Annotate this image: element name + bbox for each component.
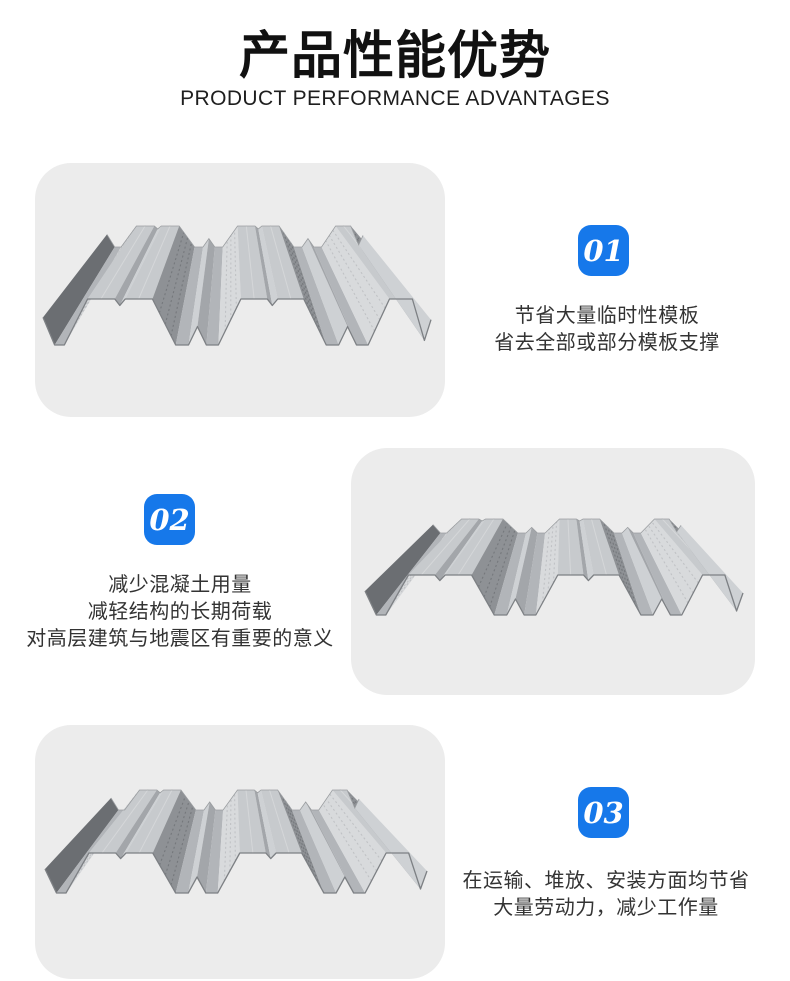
- advantage-2-number-badge: 02: [144, 494, 195, 545]
- advantage-2-text: 减少混凝土用量 减轻结构的长期荷载 对高层建筑与地震区有重要的意义: [3, 572, 357, 653]
- page-title: 产品性能优势: [238, 27, 551, 84]
- product-image-card-2: [351, 448, 755, 695]
- advantage-3-number-badge: 03: [578, 787, 629, 838]
- advantage-1-number-badge: 01: [578, 225, 629, 276]
- steel-deck-image: [42, 225, 432, 346]
- steel-deck-image: [44, 789, 428, 894]
- advantage-3-text: 在运输、堆放、安装方面均节省 大量劳动力，减少工作量: [441, 868, 771, 922]
- page-subtitle: PRODUCT PERFORMANCE ADVANTAGES: [180, 87, 610, 110]
- advantage-2-line-3: 对高层建筑与地震区有重要的意义: [26, 628, 334, 650]
- advantage-1-text: 节省大量临时性模板 省去全部或部分模板支撑: [447, 303, 767, 357]
- advantage-3-line-1: 在运输、堆放、安装方面均节省: [462, 870, 750, 892]
- steel-deck-image: [364, 518, 744, 616]
- advantage-2-line-2: 减轻结构的长期荷载: [87, 601, 273, 623]
- advantage-1-line-1: 节省大量临时性模板: [514, 305, 700, 327]
- product-image-card-1: [35, 163, 445, 417]
- advantage-2-line-1: 减少混凝土用量: [108, 574, 252, 596]
- product-image-card-3: [35, 725, 445, 979]
- advantage-1-line-2: 省去全部或部分模板支撑: [494, 332, 720, 354]
- advantage-3-line-2: 大量劳动力，减少工作量: [493, 897, 719, 919]
